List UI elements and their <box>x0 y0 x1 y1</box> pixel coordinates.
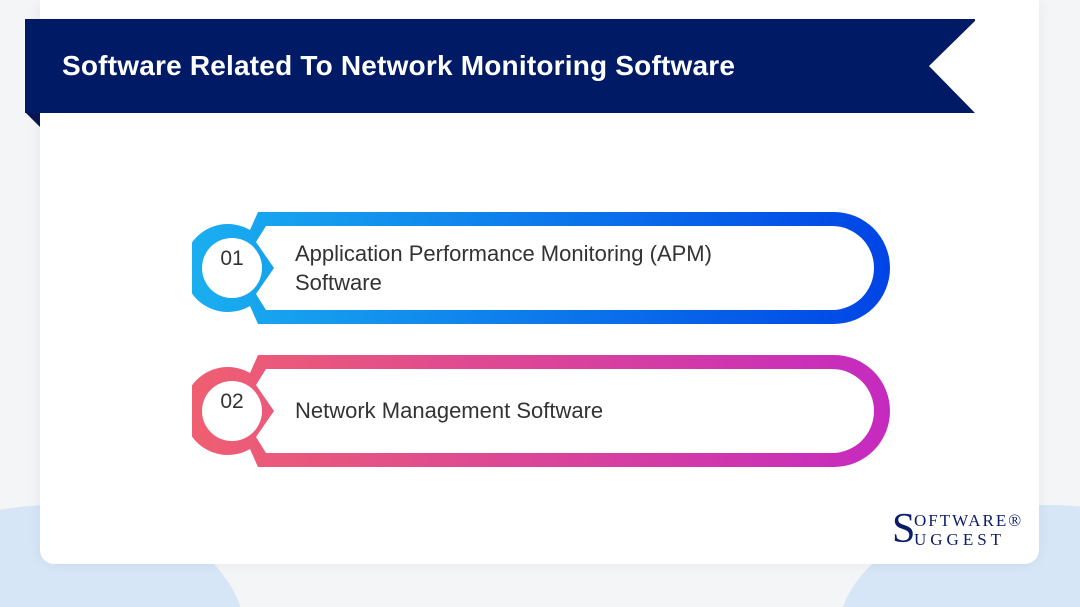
list-item-2: 02 Network Management Software <box>192 355 890 467</box>
item-frame-1 <box>192 212 890 324</box>
page-title: Software Related To Network Monitoring S… <box>62 50 736 81</box>
title-ribbon: Software Related To Network Monitoring S… <box>25 19 975 113</box>
logo-line1: OFTWARE® <box>914 511 1024 530</box>
item-number: 02 <box>220 390 244 413</box>
item-label-line1: Network Management Software <box>295 398 604 423</box>
logo-s: S <box>892 506 916 552</box>
list-item-1: 01 Application Performance Monitoring (A… <box>192 212 890 324</box>
item-label-line1: Application Performance Monitoring (APM) <box>295 241 712 266</box>
item-label-line2: Software <box>295 270 382 295</box>
item-frame-2 <box>192 355 890 467</box>
logo-line2: UGGEST <box>914 530 1006 549</box>
ribbon-fold <box>25 112 40 127</box>
item-number: 01 <box>220 247 244 270</box>
softwaresuggest-logo: S OFTWARE® UGGEST <box>892 506 1032 552</box>
